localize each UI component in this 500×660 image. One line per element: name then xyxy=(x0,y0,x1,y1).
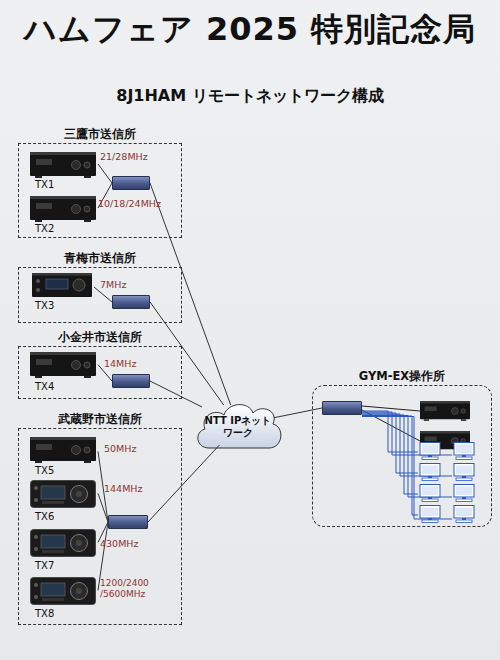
band-label: 144MHz xyxy=(104,483,142,494)
cloud-shape xyxy=(198,405,281,448)
cable-line xyxy=(150,302,224,405)
tx-label: TX6 xyxy=(35,511,54,522)
transceiver-drawing xyxy=(32,273,92,297)
cable-line xyxy=(150,183,231,405)
pc-drawing xyxy=(454,485,474,502)
network-switch xyxy=(322,401,362,415)
cable-line xyxy=(98,365,112,381)
pc-wire xyxy=(362,415,418,494)
transceiver: TX3 xyxy=(28,271,94,311)
site-name: 青梅市送信所 xyxy=(0,251,201,266)
page-title: ハムフェア 2025 特別記念局 xyxy=(0,8,500,52)
transceiver-drawing xyxy=(30,437,96,463)
cable-line xyxy=(274,408,322,418)
tx-label: TX4 xyxy=(35,381,54,392)
cable-line xyxy=(98,451,108,522)
tx-label: TX5 xyxy=(35,465,54,476)
cable-line xyxy=(98,164,112,183)
pc-drawing xyxy=(420,485,440,502)
transceiver-drawing xyxy=(31,481,96,508)
transceiver: TX4 xyxy=(28,350,98,392)
transceiver-drawing xyxy=(30,196,96,222)
site-group: TX3青梅市送信所 xyxy=(18,267,182,323)
cable-line xyxy=(98,493,108,522)
site-name: 武蔵野市送信所 xyxy=(0,412,201,427)
pc-wire xyxy=(362,416,418,515)
transceiver-drawing xyxy=(420,401,470,421)
cloud-label: NTT IPネットワーク xyxy=(201,415,275,439)
transceiver: TX7 xyxy=(28,527,98,571)
transceiver: TX2 xyxy=(28,194,98,234)
band-label: 21/28MHz xyxy=(100,151,148,162)
tx-label: TX2 xyxy=(35,223,54,234)
band-label: 430MHz xyxy=(100,538,138,549)
site-name: GYM-EX操作所 xyxy=(293,369,500,384)
cable-line xyxy=(98,522,108,542)
transceiver: TX1 xyxy=(28,150,98,190)
band-label: 1200/2400 /5600MHz xyxy=(100,578,156,600)
transceiver-drawing xyxy=(31,530,96,557)
site-group: GYM-EX操作所 xyxy=(312,385,492,527)
transceiver-drawing xyxy=(30,152,96,178)
pc-drawing xyxy=(420,464,440,481)
pc-drawing xyxy=(454,464,474,481)
band-label: 14MHz xyxy=(104,358,136,369)
band-label: 50MHz xyxy=(104,443,136,454)
pc-drawing xyxy=(420,506,440,523)
band-label: 10/18/24MHz xyxy=(98,198,161,209)
tx-label: TX8 xyxy=(35,608,54,619)
subtitle: 8J1HAM リモートネットワーク構成 xyxy=(0,86,500,107)
pc-drawing xyxy=(420,443,440,460)
pc-drawing xyxy=(454,506,474,523)
tx-label: TX7 xyxy=(35,560,54,571)
site-name: 小金井市送信所 xyxy=(0,330,201,345)
site-name: 三鷹市送信所 xyxy=(0,127,201,142)
network-switch xyxy=(112,295,150,309)
transceiver: TX6 xyxy=(28,478,98,522)
cable-line xyxy=(98,183,112,208)
transceiver-drawing xyxy=(30,352,96,378)
pc-wire xyxy=(362,417,452,520)
band-label: 7MHz xyxy=(100,279,126,290)
cable-line xyxy=(150,381,202,407)
pc-wire xyxy=(362,413,418,473)
network-switch xyxy=(112,176,150,190)
transceiver: TX5 xyxy=(28,435,98,476)
cable-line xyxy=(148,445,219,522)
transceiver-drawing xyxy=(31,578,96,605)
cable-line xyxy=(98,522,108,590)
pc-drawing xyxy=(454,443,474,460)
pc-wires xyxy=(362,411,452,519)
network-switch xyxy=(108,515,148,529)
cable-line xyxy=(94,287,112,302)
transceiver: TX8 xyxy=(28,575,98,619)
radio-wire xyxy=(362,406,420,411)
site-group: TX4小金井市送信所 xyxy=(18,346,182,399)
pc-wire xyxy=(362,411,418,452)
network-cloud: NTT IPネットワーク xyxy=(193,398,283,452)
network-switch xyxy=(112,374,150,388)
tx-label: TX3 xyxy=(35,300,54,311)
tx-label: TX1 xyxy=(35,179,54,190)
